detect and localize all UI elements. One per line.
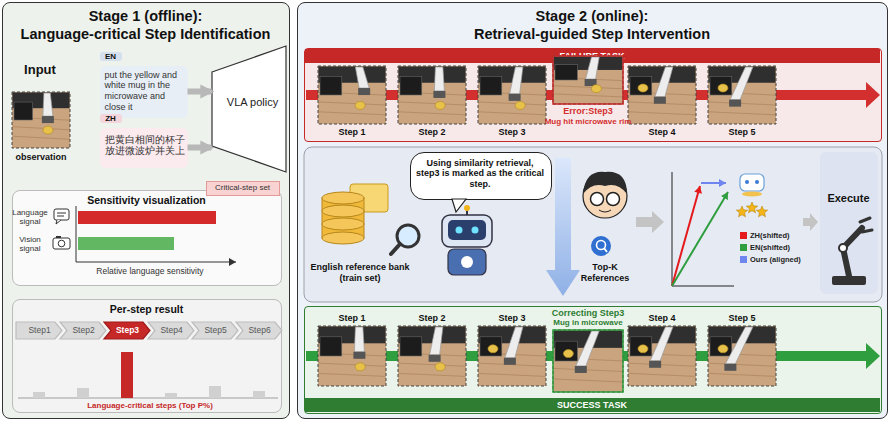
speech-bubble: Using similarity retrieval, step3 is mar…: [410, 152, 552, 200]
node-heading: Stage 2 (online):: [298, 8, 886, 25]
icon-label: English reference bank (train set): [308, 262, 412, 284]
axis-label: Relative language sensitivity: [65, 266, 235, 276]
legend-swatch: [740, 232, 747, 239]
image-caption: observation: [6, 152, 76, 163]
node-text: Language-critical Step Identification: [3, 26, 288, 43]
signal-label: Vision signal: [10, 235, 50, 253]
critical-set-tag: Critical-step set: [206, 181, 280, 196]
failure-band: FAILURE TASK: [304, 48, 882, 142]
section-label: Input: [10, 62, 70, 78]
node-shape: [60, 322, 106, 339]
step-label: Step 3: [487, 127, 537, 138]
correction-note: Mug in microwave: [538, 318, 638, 328]
legend-swatch: [740, 244, 747, 251]
node-text: VLA policy: [224, 96, 282, 109]
instruction-box: ENput the yellow and white mug in the mi…: [100, 66, 188, 118]
signal-label: Language signal: [10, 208, 50, 226]
step-label: Step 2: [407, 313, 457, 324]
error-label: Error:Step3: [548, 106, 628, 117]
node-text: Per-step result: [13, 303, 281, 316]
node-shape: [236, 322, 282, 339]
correction-label: Correcting Step3: [538, 308, 638, 319]
node-heading: EN: [100, 52, 122, 62]
node-text: Step1: [22, 325, 58, 335]
axis-label: Language-critical steps (Top P%): [50, 401, 250, 411]
node-text: put the yellow and white mug in the micr…: [105, 70, 185, 113]
legend: ZH(shifted) EN(shifted) Ours (aligned): [740, 229, 801, 265]
legend-text: ZH(shifted): [750, 231, 790, 240]
step-chevron: Step4: [148, 322, 194, 339]
node-text: Step3: [110, 325, 146, 335]
legend-text: Ours (aligned): [750, 255, 801, 264]
step-label: Step 5: [717, 127, 767, 138]
step-label: Step 1: [327, 127, 377, 138]
node-text: FAILURE TASK: [305, 49, 880, 63]
flow-arrow: [188, 145, 212, 151]
node-text: Step2: [66, 325, 102, 335]
legend-swatch: [740, 256, 747, 263]
step-chevron: Step3: [104, 322, 150, 339]
node-outline: [212, 46, 286, 172]
step-chevron: Step5: [192, 322, 238, 339]
step-chevron: Step2: [60, 322, 106, 339]
step-label: Step 3: [487, 313, 537, 324]
step-chevron: Step1: [16, 322, 62, 339]
per-step-panel: Per-step resultStep1 Step2 Step3 Step4 Step5…: [12, 299, 282, 413]
instruction-box: ZH把黄白相间的杯子放进微波炉并关上: [100, 128, 188, 168]
step-chevron: Step6: [236, 322, 282, 339]
step-label: Step 5: [717, 313, 767, 324]
flow-arrow: [188, 89, 212, 95]
node-text: Step6: [242, 325, 278, 335]
node-text: Critical-step set: [207, 183, 279, 193]
icon-label: Top-K References: [575, 262, 635, 284]
legend-row: ZH(shifted): [740, 229, 801, 241]
node-text: 把黄白相间的杯子放进微波炉并关上: [105, 134, 185, 157]
step-label: Step 4: [637, 127, 687, 138]
node-shape: [148, 322, 194, 339]
legend-text: EN(shifted): [750, 243, 790, 252]
node-text: Step4: [154, 325, 190, 335]
policy-trapezoid: VLA policy: [212, 46, 286, 172]
execute-box: Execute: [820, 152, 878, 294]
stage-panel: Stage 2 (online):Retrieval-guided Step I…: [297, 2, 888, 419]
node-shape: [192, 322, 238, 339]
node-heading: Stage 1 (offline):: [3, 8, 288, 25]
error-note: Mug hit microwave rim: [543, 117, 633, 127]
node-shape: [16, 322, 62, 339]
step-label: Step 2: [407, 127, 457, 138]
node-text: Execute: [820, 192, 878, 205]
node-text: Using similarity retrieval, step3 is mar…: [416, 158, 545, 190]
node-shape: [212, 46, 286, 172]
node-text: Retrieval-guided Step Intervention: [298, 26, 886, 43]
step-label: Step 1: [327, 313, 377, 324]
node-shape: [104, 322, 150, 339]
step-label: Step 4: [637, 313, 687, 324]
legend-row: Ours (aligned): [740, 253, 801, 265]
node-heading: ZH: [100, 114, 122, 124]
node-text: Step5: [198, 325, 234, 335]
legend-row: EN(shifted): [740, 241, 801, 253]
node-text: SUCCESS TASK: [305, 398, 880, 412]
